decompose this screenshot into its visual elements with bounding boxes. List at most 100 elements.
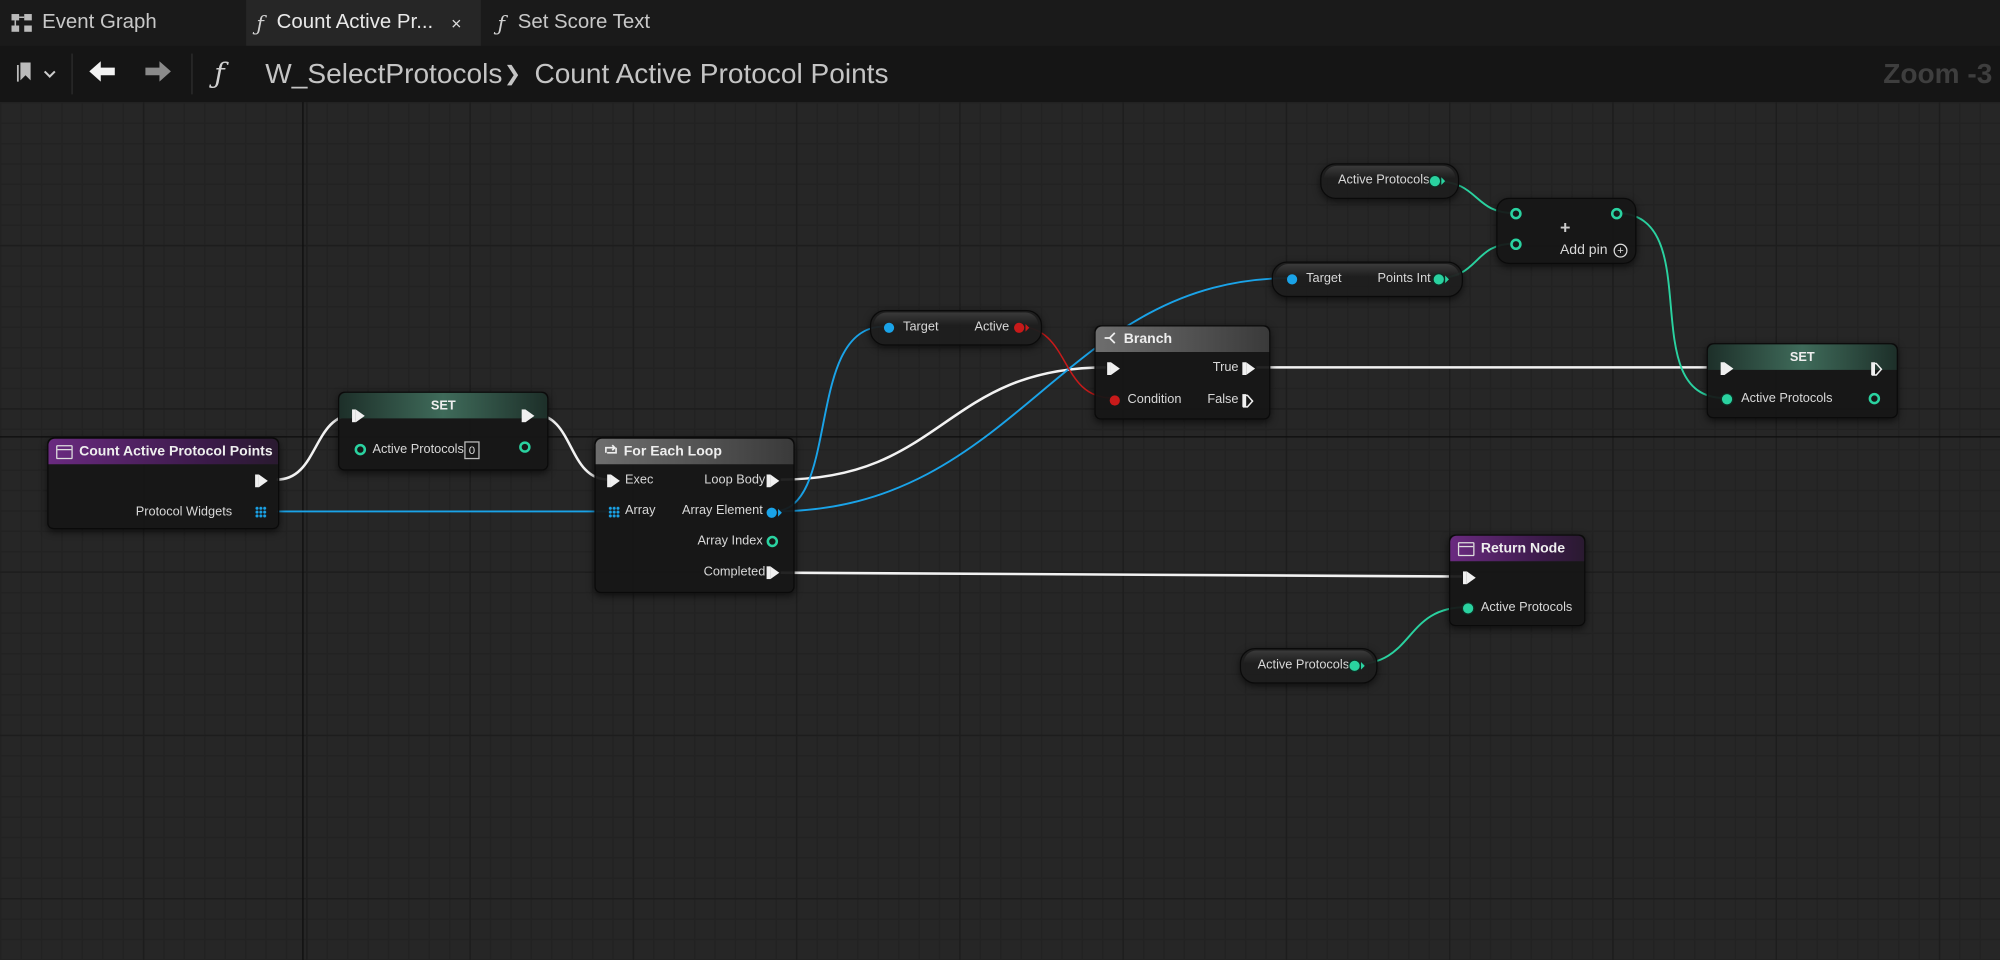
exec-out-pin[interactable] [1871,362,1884,376]
exec-out-pin[interactable] [255,474,268,488]
array-pin[interactable] [608,506,620,518]
integer-output-pin[interactable] [1610,207,1623,220]
bookmark-button[interactable] [8,56,64,92]
exec-in-pin[interactable] [1463,571,1476,585]
get-active-protocols-node[interactable]: Active Protocols [1239,647,1378,684]
node-header: Branch [1095,326,1270,353]
array-pin[interactable] [255,506,267,518]
exec-in-pin[interactable] [1107,362,1120,375]
exec-in-pin[interactable] [352,409,365,423]
arrow-right-icon [143,59,174,88]
pin-label: Array Element [681,503,763,518]
pin-label: Loop Body [704,473,766,488]
integer-output-pin[interactable] [1433,274,1444,285]
pin-label: Array [624,503,656,518]
pin-arrow [1441,177,1446,185]
integer-output-pin[interactable] [519,441,531,453]
get-points-int-node[interactable]: Target Points Int [1271,261,1464,298]
add-pin-label[interactable]: Add pin [1559,242,1608,258]
exec-out-pin[interactable] [766,474,780,488]
breadcrumb-blueprint[interactable]: W_SelectProtocols [265,57,503,90]
breadcrumb-function[interactable]: Count Active Protocol Points [534,57,889,90]
node-header: Count Active Protocol Points [48,438,279,465]
set-variable-node[interactable]: SET Active Protocols [1706,343,1898,419]
function-icon: ƒ [214,58,225,90]
tab-count-active[interactable]: ƒ Count Active Pr... × [246,0,481,46]
pin-label: Active [974,320,1010,335]
separator [191,53,193,95]
integer-output-pin[interactable] [1429,176,1441,187]
integer-input-pin[interactable] [1721,394,1733,405]
exec-in-pin[interactable] [1720,362,1734,375]
add-pin-icon[interactable]: + [1613,243,1628,258]
pin-arrow [1025,323,1030,332]
exec-out-pin[interactable] [1242,362,1256,375]
chevron-down-icon [43,62,56,85]
tab-event-graph[interactable]: Event Graph [0,0,242,46]
node-header: For Each Loop [595,438,794,465]
function-entry-icon [56,444,73,459]
pin-label: Condition [1127,392,1182,407]
pin-arrow [1360,661,1365,670]
exec-out-pin[interactable] [1242,394,1255,408]
boolean-output-pin[interactable] [1014,322,1025,333]
loop-icon [603,443,618,460]
pin-label: Array Index [697,534,763,549]
tab-label: Event Graph [42,11,157,34]
forward-button[interactable] [138,56,179,92]
boolean-input-pin[interactable] [1109,395,1120,406]
graph-origin-vertical [302,102,304,960]
set-variable-node[interactable]: SET Active Protocols 0 [338,391,549,471]
pin-label: True [1212,360,1239,375]
integer-output-pin[interactable] [1349,660,1360,671]
get-active-node[interactable]: Target Active [869,309,1043,346]
zoom-level: Zoom -3 [1883,57,1993,90]
object-output-pin[interactable] [766,507,777,518]
node-title: Branch [1123,331,1173,347]
integer-value-field[interactable]: 0 [464,441,480,460]
pin-label: Target [903,320,939,335]
integer-output-pin[interactable] [766,535,779,548]
object-input-pin[interactable] [1286,274,1298,285]
pin-label: Active Protocols [1480,600,1573,615]
pin-label: Active Protocols [1741,391,1833,406]
node-header: SET [339,392,548,419]
pin-label: Target [1306,271,1342,286]
tab-label: Count Active Pr... [276,11,434,34]
tab-set-score-text[interactable]: ƒ Set Score Text [485,0,689,46]
breadcrumb-chevron-icon: ❯ [503,63,521,86]
integer-input-pin[interactable] [354,443,367,456]
variable-label: Active Protocols [1257,658,1350,673]
integer-input-pin[interactable] [1510,207,1522,220]
pin-label: Points Int [1377,271,1431,286]
exec-in-pin[interactable] [607,474,620,488]
graph-canvas[interactable] [0,102,2000,960]
tab-label: Set Score Text [517,11,651,34]
function-return-icon [1457,541,1475,556]
integer-input-pin[interactable] [1463,603,1474,614]
node-title: Return Node [1480,540,1566,557]
node-title: Count Active Protocol Points [79,443,273,460]
event-graph-icon [11,14,32,32]
branch-node[interactable]: Branch Condition True False [1094,325,1271,420]
node-title: For Each Loop [623,443,722,460]
pin-arrow [778,508,782,517]
exec-out-pin[interactable] [521,409,535,423]
integer-output-pin[interactable] [1868,392,1881,405]
close-icon[interactable]: × [451,12,462,34]
function-icon: ƒ [497,10,506,36]
exec-out-pin[interactable] [766,566,780,580]
get-active-protocols-node[interactable]: Active Protocols [1320,163,1460,199]
for-each-loop-node[interactable]: For Each Loop Exec Array Loop Body Array… [594,437,795,594]
object-input-pin[interactable] [883,322,895,333]
node-header: SET [1707,344,1897,370]
node-header: Return Node [1450,535,1585,562]
pin-label: Active Protocols [372,442,464,457]
function-entry-node[interactable]: Count Active Protocol Points Protocol Wi… [47,437,280,530]
integer-input-pin[interactable] [1510,238,1522,250]
back-button[interactable] [82,56,123,92]
add-node[interactable]: + Add pin + [1496,197,1637,265]
arrow-left-icon [87,59,118,88]
pin-label: Protocol Widgets [135,505,233,520]
return-node[interactable]: Return Node Active Protocols [1448,534,1586,627]
